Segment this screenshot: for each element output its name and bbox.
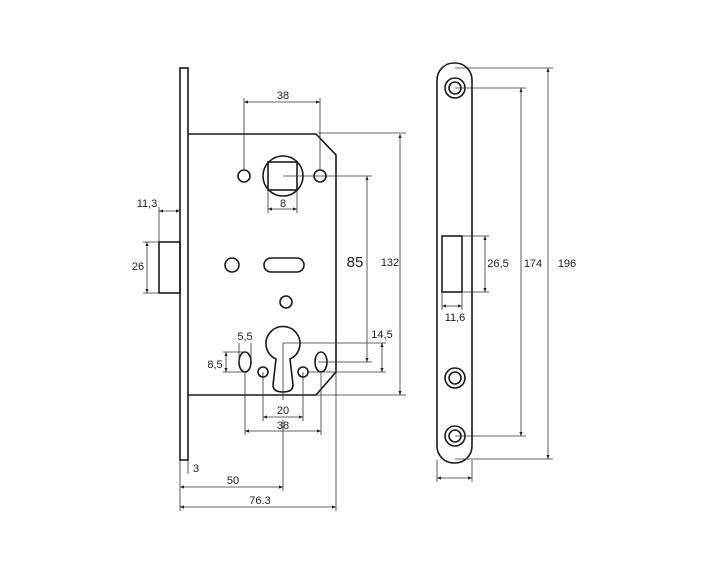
dim-26-5: 26,5 [487, 258, 508, 270]
dim-11-6: 11,6 [445, 312, 466, 324]
strike-plate [436, 62, 473, 464]
dim-5-5: 5,5 [237, 331, 252, 343]
dim-26: 26 [132, 261, 144, 273]
dim-38-top: 38 [277, 90, 289, 102]
screw-hole [448, 371, 462, 385]
dim-8: 8 [280, 198, 286, 210]
dim-132: 132 [381, 257, 399, 269]
dim-38-bottom: 38 [277, 420, 289, 432]
dim-11-3: 11,3 [137, 198, 158, 210]
dim-196: 196 [558, 258, 576, 270]
strike-plate-outline [436, 62, 473, 464]
latch-window [441, 235, 463, 293]
dim-85: 85 [347, 254, 364, 271]
mount-hole [237, 169, 251, 183]
dim-174: 174 [524, 258, 542, 270]
dim-20: 20 [277, 405, 289, 417]
dim-76-3: 76.3 [249, 495, 270, 507]
round-hole [224, 257, 240, 273]
lock-dimensions: 38 8 11,3 26 85 132 5,5 8,5 14,5 20 38 3 [132, 90, 406, 511]
lock-case [188, 133, 337, 396]
strike-dimensions: 26,5 11,6 174 196 [436, 67, 576, 482]
dim-50: 50 [227, 475, 239, 487]
small-hole [279, 295, 293, 309]
cylinder-cutout [265, 325, 301, 393]
latch-bolt [158, 241, 181, 294]
dim-14-5: 14,5 [371, 329, 392, 341]
faceplate [179, 67, 189, 461]
lock-body [158, 67, 337, 461]
slot-hole [263, 257, 305, 273]
dim-8-5: 8,5 [207, 359, 222, 371]
dim-3: 3 [193, 463, 199, 475]
oval-hole [238, 351, 252, 373]
